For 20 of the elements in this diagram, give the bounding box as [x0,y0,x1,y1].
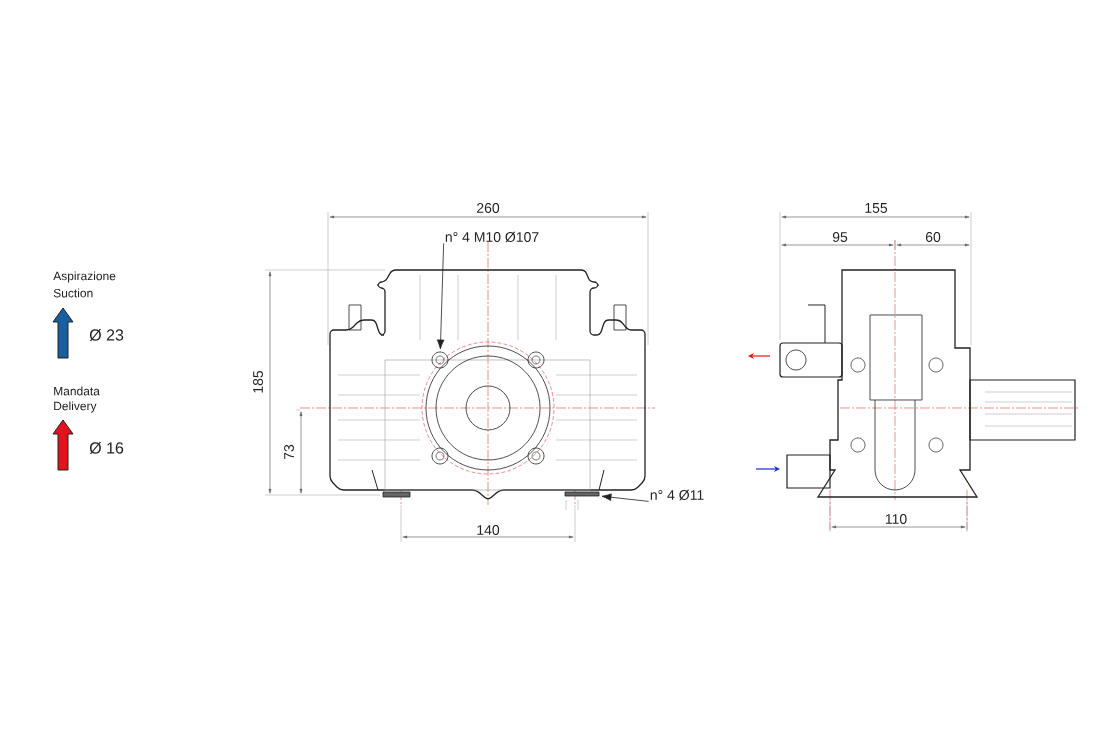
leader-line [601,493,649,502]
diameter-label: Ø 16 [89,442,124,454]
bolt-hole [431,351,449,369]
legend-text: Delivery [54,401,97,413]
callout-text: n° 4 Ø11 [650,489,704,501]
leader-line [436,243,445,350]
legend-text: Mandata [54,386,100,396]
dimension-label: 110 [885,514,907,524]
dimension-label: 73 [284,444,294,460]
dimension-label: 185 [253,370,263,393]
dimension-label: 260 [477,203,500,213]
legend-text: Aspirazione [53,271,116,283]
dimension-label: 140 [477,525,500,535]
dimension-label: 95 [832,232,848,242]
dimension-label: 155 [865,203,888,213]
legend-text: Suction [53,288,93,298]
diameter-label: Ø 23 [89,329,124,341]
callout-text: n° 4 M10 Ø107 [445,231,539,243]
dimension-label: 60 [925,232,941,242]
foot-plate [564,491,600,497]
